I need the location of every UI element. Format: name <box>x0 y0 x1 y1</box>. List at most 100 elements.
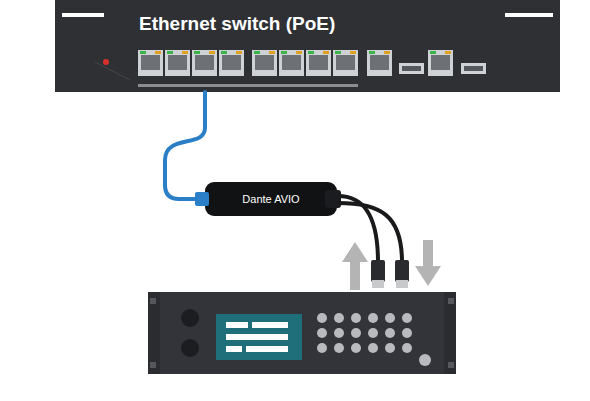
display-bar <box>252 322 288 328</box>
port-led <box>209 51 215 54</box>
button <box>385 343 395 353</box>
button <box>351 313 361 323</box>
port-socket <box>282 55 301 70</box>
port-socket <box>255 55 274 70</box>
button <box>334 313 344 323</box>
rj45-port <box>333 50 358 76</box>
signal-arrow-up <box>342 242 368 290</box>
rj45-port <box>219 50 244 76</box>
rj45-port <box>428 50 453 76</box>
display-bar <box>226 334 288 340</box>
display-bar <box>226 346 242 352</box>
switch-body <box>55 0 560 92</box>
port-socket <box>141 55 160 70</box>
rack-ears <box>148 292 456 374</box>
xlr-cable <box>338 203 402 262</box>
sfp-port <box>399 63 424 74</box>
power-led <box>103 59 109 65</box>
knob <box>181 339 199 357</box>
button <box>402 328 412 338</box>
port-led <box>445 51 451 54</box>
rj45-port <box>165 50 190 76</box>
port-led <box>254 51 260 54</box>
rack-hole <box>448 362 454 368</box>
button <box>334 328 344 338</box>
display-bar <box>226 322 248 328</box>
port-led <box>308 51 314 54</box>
rj45-port <box>252 50 277 76</box>
adapter-end <box>325 190 341 208</box>
button <box>317 343 327 353</box>
rj45-port <box>306 50 331 76</box>
xlr-pins <box>372 280 384 288</box>
port-led <box>281 51 287 54</box>
rj45-port <box>138 50 163 76</box>
button <box>368 313 378 323</box>
rack-device <box>160 292 444 374</box>
port-led <box>350 51 356 54</box>
switch-node: Ethernet switch (PoE) <box>55 0 560 92</box>
xlr-connector <box>395 260 409 282</box>
port-socket <box>168 55 187 70</box>
button <box>368 343 378 353</box>
button <box>419 354 431 366</box>
port-led <box>194 51 200 54</box>
port-led <box>384 51 390 54</box>
adapter-node: Dante AVIO <box>205 182 337 216</box>
port-socket <box>370 55 389 70</box>
button <box>385 313 395 323</box>
device-title: Ethernet switch (PoE) <box>139 13 335 35</box>
port-led <box>140 51 146 54</box>
button <box>351 343 361 353</box>
sfp-slot <box>402 66 421 71</box>
port-socket <box>336 55 355 70</box>
port-led <box>296 51 302 54</box>
port-led <box>182 51 188 54</box>
signal-arrow-down <box>415 240 441 286</box>
rack-hole <box>150 298 156 304</box>
port-socket <box>195 55 214 70</box>
sfp-port <box>461 63 486 74</box>
rack-hole <box>448 298 454 304</box>
rj45-plug <box>195 192 209 206</box>
button <box>402 313 412 323</box>
display <box>216 314 302 360</box>
button <box>385 328 395 338</box>
port-led <box>269 51 275 54</box>
port-socket <box>431 55 450 70</box>
sfp-slot <box>464 66 483 71</box>
display-bar <box>246 346 288 352</box>
port-led <box>236 51 242 54</box>
button <box>317 313 327 323</box>
port-group <box>138 50 486 76</box>
switch-mark <box>62 13 104 17</box>
switch-detail <box>95 62 130 80</box>
device-label: Dante AVIO <box>242 193 299 205</box>
port-led <box>155 51 161 54</box>
ethernet-cable <box>165 92 205 199</box>
port-led <box>221 51 227 54</box>
switch-mark <box>505 13 553 17</box>
port-socket <box>222 55 241 70</box>
xlr-pins <box>396 280 408 288</box>
port-socket <box>309 55 328 70</box>
xlr-connector <box>371 260 385 282</box>
rj45-port <box>279 50 304 76</box>
button <box>334 343 344 353</box>
port-led <box>335 51 341 54</box>
switch-label-strip <box>138 84 358 87</box>
port-led <box>369 51 375 54</box>
button <box>368 328 378 338</box>
button <box>351 328 361 338</box>
button <box>402 343 412 353</box>
button-grid <box>317 313 431 366</box>
adapter-body <box>205 182 337 216</box>
knob <box>181 309 199 327</box>
port-led <box>323 51 329 54</box>
button <box>317 328 327 338</box>
rack-hole <box>150 362 156 368</box>
rj45-port <box>192 50 217 76</box>
port-led <box>167 51 173 54</box>
rj45-port <box>367 50 392 76</box>
